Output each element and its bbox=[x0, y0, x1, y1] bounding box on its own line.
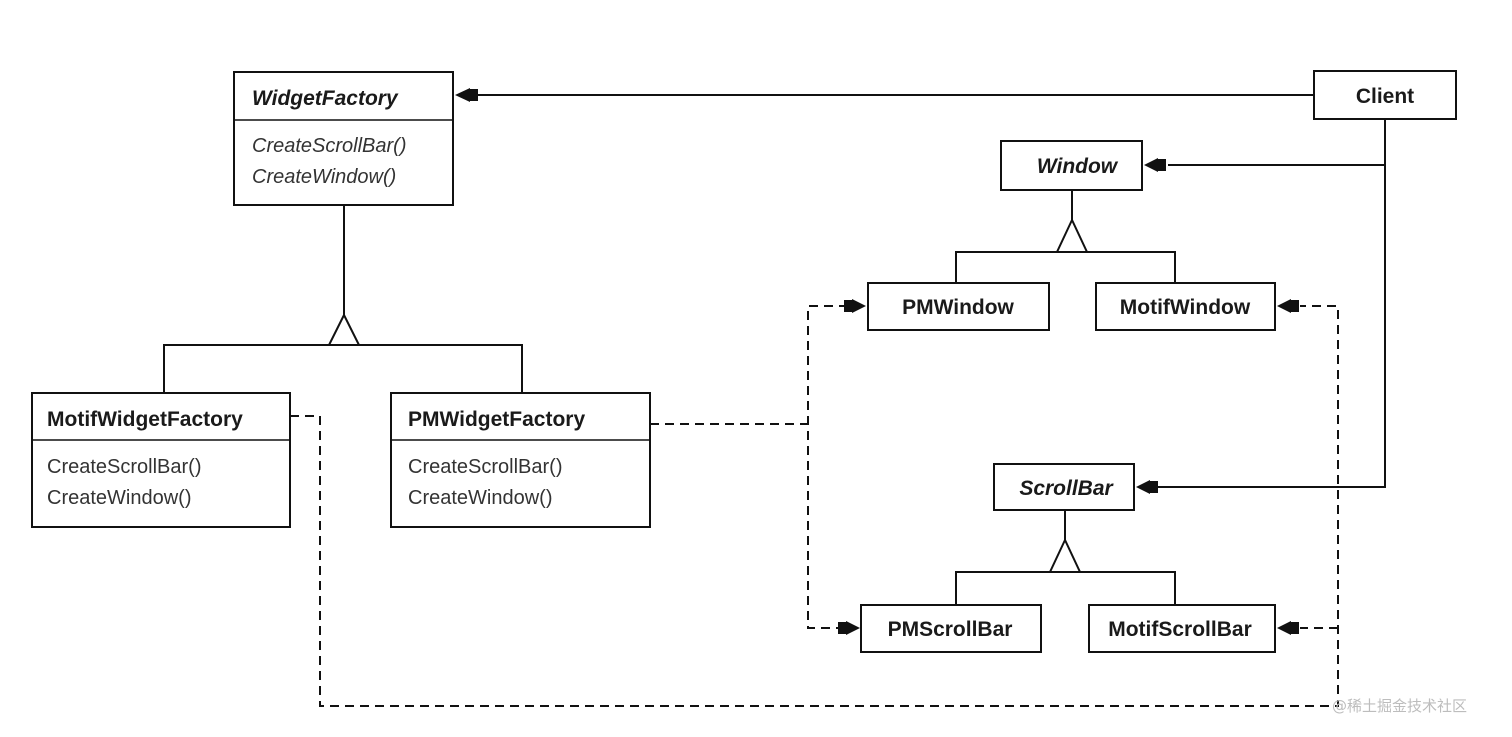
window-arrowhead-icon bbox=[1144, 158, 1158, 172]
inheritance-triangle-icon bbox=[327, 312, 361, 346]
inheritance-triangle-icon bbox=[1048, 537, 1082, 573]
scrollbar-arrowhead-icon bbox=[1136, 480, 1150, 494]
motifwidgetfactory-name: MotifWidgetFactory bbox=[47, 408, 243, 431]
motifscrollbar-class: MotifScrollBar bbox=[1088, 604, 1276, 653]
pmwindow-name: PMWindow bbox=[902, 296, 1014, 319]
dependency-arrowhead-icon bbox=[846, 621, 860, 635]
pmwidgetfactory-op-createscrollbar: CreateScrollBar() bbox=[408, 456, 562, 478]
motifwidgetfactory-op-createwindow: CreateWindow() bbox=[47, 487, 191, 509]
dependency-arrow-tail-icon bbox=[1291, 622, 1299, 634]
window-name: Window bbox=[1037, 155, 1119, 178]
motifwindow-class: MotifWindow bbox=[1095, 282, 1276, 331]
motifwidgetfactory-op-createscrollbar: CreateScrollBar() bbox=[47, 456, 201, 478]
motifwidgetfactory-dependency bbox=[290, 305, 1339, 707]
inheritance-triangle-icon bbox=[1055, 217, 1089, 253]
pmwidgetfactory-name: PMWidgetFactory bbox=[408, 408, 585, 431]
client-scrollbar-association bbox=[1158, 119, 1386, 488]
scrollbar-class: ScrollBar bbox=[993, 463, 1135, 511]
widgetfactory-class: WidgetFactory CreateScrollBar() CreateWi… bbox=[233, 71, 454, 206]
dependency-arrowhead-icon bbox=[852, 299, 866, 313]
widgetfactory-inheritance-branch bbox=[163, 344, 523, 393]
window-inheritance-branch bbox=[955, 251, 1176, 283]
widgetfactory-op-createwindow: CreateWindow() bbox=[252, 166, 396, 188]
motifwindow-name: MotifWindow bbox=[1120, 296, 1251, 319]
scrollbar-arrow-tail-icon bbox=[1150, 481, 1158, 493]
scrollbar-name: ScrollBar bbox=[1019, 477, 1114, 500]
pmscrollbar-class: PMScrollBar bbox=[860, 604, 1042, 653]
dependency-arrowhead-icon bbox=[1277, 621, 1291, 635]
pmwindow-class: PMWindow bbox=[867, 282, 1050, 331]
scrollbar-inheritance-branch bbox=[955, 571, 1176, 605]
client-class: Client bbox=[1313, 70, 1457, 120]
pm-products-dependency bbox=[807, 305, 848, 629]
motifscrollbar-name: MotifScrollBar bbox=[1108, 618, 1252, 641]
pmwidgetfactory-op-createwindow: CreateWindow() bbox=[408, 487, 552, 509]
watermark: @稀土掘金技术社区 bbox=[1332, 697, 1467, 715]
association-arrow-tail-icon bbox=[470, 89, 478, 101]
pmwidgetfactory-class: PMWidgetFactory CreateScrollBar() Create… bbox=[390, 392, 651, 528]
window-class: Window bbox=[1000, 140, 1143, 191]
dependency-arrowhead-icon bbox=[1277, 299, 1291, 313]
window-arrow-tail-icon bbox=[1158, 159, 1166, 171]
dependency-arrow-tail-icon bbox=[1291, 300, 1299, 312]
pmscrollbar-name: PMScrollBar bbox=[888, 618, 1013, 641]
widgetfactory-op-createscrollbar: CreateScrollBar() bbox=[252, 135, 406, 157]
association-arrowhead-icon bbox=[455, 88, 470, 102]
dependency-arrow-tail-icon bbox=[844, 300, 852, 312]
dependency-arrow-tail-icon bbox=[838, 622, 846, 634]
client-name: Client bbox=[1356, 85, 1414, 108]
widgetfactory-name: WidgetFactory bbox=[252, 87, 399, 110]
motifwidgetfactory-class: MotifWidgetFactory CreateScrollBar() Cre… bbox=[31, 392, 291, 528]
